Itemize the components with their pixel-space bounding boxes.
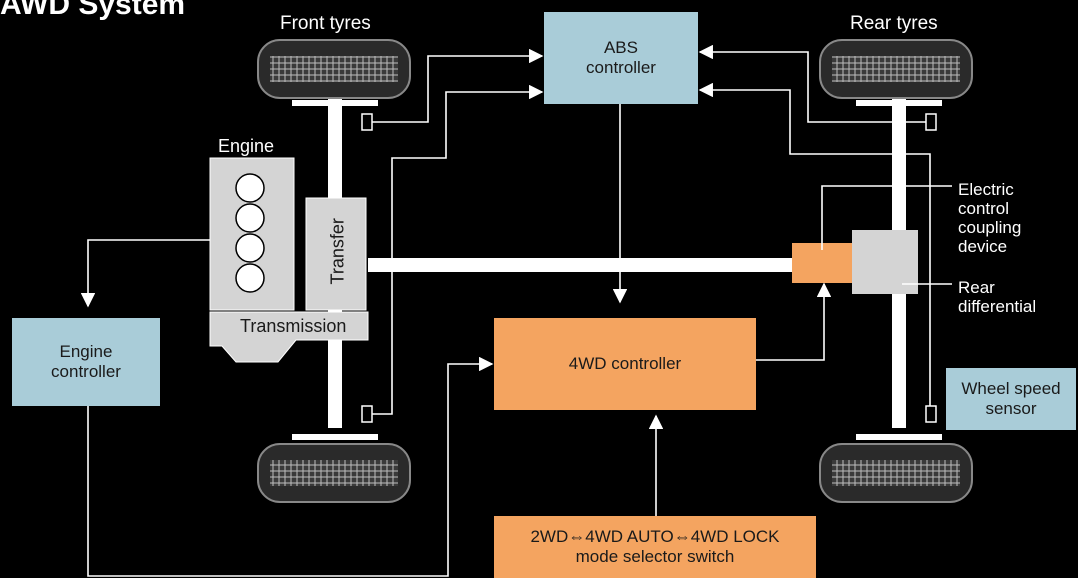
signal-wires <box>80 44 952 577</box>
wheel-speed-sensor-label: Wheel speed sensor <box>961 379 1061 418</box>
electric-coupling-label: Electric control coupling device <box>958 180 1022 256</box>
leader-electric-coupling <box>821 185 952 250</box>
diagram-title: AWD System <box>0 0 186 21</box>
front-bottom-tyre <box>257 443 411 503</box>
wire-front-bottom-to-abs <box>372 84 544 415</box>
cylinder-3 <box>235 233 265 263</box>
engine-controller: Engine controller <box>12 318 160 406</box>
tyres <box>257 39 973 503</box>
drivetrain-shafts <box>292 98 942 440</box>
transmission-housing <box>209 311 369 363</box>
mode-selector-switch: 2WD⇔4WD AUTO⇔4WD LOCK mode selector swit… <box>494 516 816 578</box>
transmission-label: Transmission <box>240 316 347 336</box>
wire-4wd-to-coupling <box>756 282 832 361</box>
transfer-label: Transfer <box>327 218 348 285</box>
abs-controller-label: ABS controller <box>586 38 656 77</box>
wire-rear-top-to-abs <box>698 44 926 123</box>
cylinder-2 <box>235 203 265 233</box>
rear-differential-label: Rear differential <box>958 278 1037 316</box>
wheel-speed-sensor-label-box: Wheel speed sensor <box>946 368 1076 430</box>
transfer-case <box>305 197 367 311</box>
rear-bottom-tyre <box>819 443 973 503</box>
front-top-hub <box>292 100 378 106</box>
wire-rear-bottom-to-abs <box>698 82 931 406</box>
rear-bottom-hub <box>856 434 942 440</box>
rear-tyres-label: Rear tyres <box>850 13 938 34</box>
wheel-speed-sensors <box>361 113 937 423</box>
rear-top-hub <box>856 100 942 106</box>
rear-top-tyre <box>819 39 973 99</box>
front-bottom-hub <box>292 434 378 440</box>
wire-engine-controller-to-4wd <box>87 356 494 577</box>
sensor-rear-bottom <box>925 405 937 423</box>
wire-front-top-to-abs <box>372 48 544 123</box>
sensor-rear-top <box>925 113 937 131</box>
wire-engine-to-controller <box>80 239 210 308</box>
abs-controller: ABS controller <box>544 12 698 104</box>
front-tyres-label: Front tyres <box>280 13 371 34</box>
front-top-tyre <box>257 39 411 99</box>
fourwd-controller: 4WD controller <box>494 318 756 410</box>
cylinder-4 <box>235 263 265 293</box>
cylinder-1 <box>235 173 265 203</box>
propeller-shaft <box>368 258 792 272</box>
engine-label: Engine <box>218 136 275 156</box>
sensor-front-top <box>361 113 373 131</box>
fourwd-controller-label: 4WD controller <box>568 354 682 373</box>
engine-block <box>209 157 295 311</box>
sensor-front-bottom <box>361 405 373 423</box>
mode-selector-label: 2WD⇔4WD AUTO⇔4WD LOCK mode selector swit… <box>530 527 780 566</box>
engine-controller-label: Engine controller <box>51 342 121 381</box>
